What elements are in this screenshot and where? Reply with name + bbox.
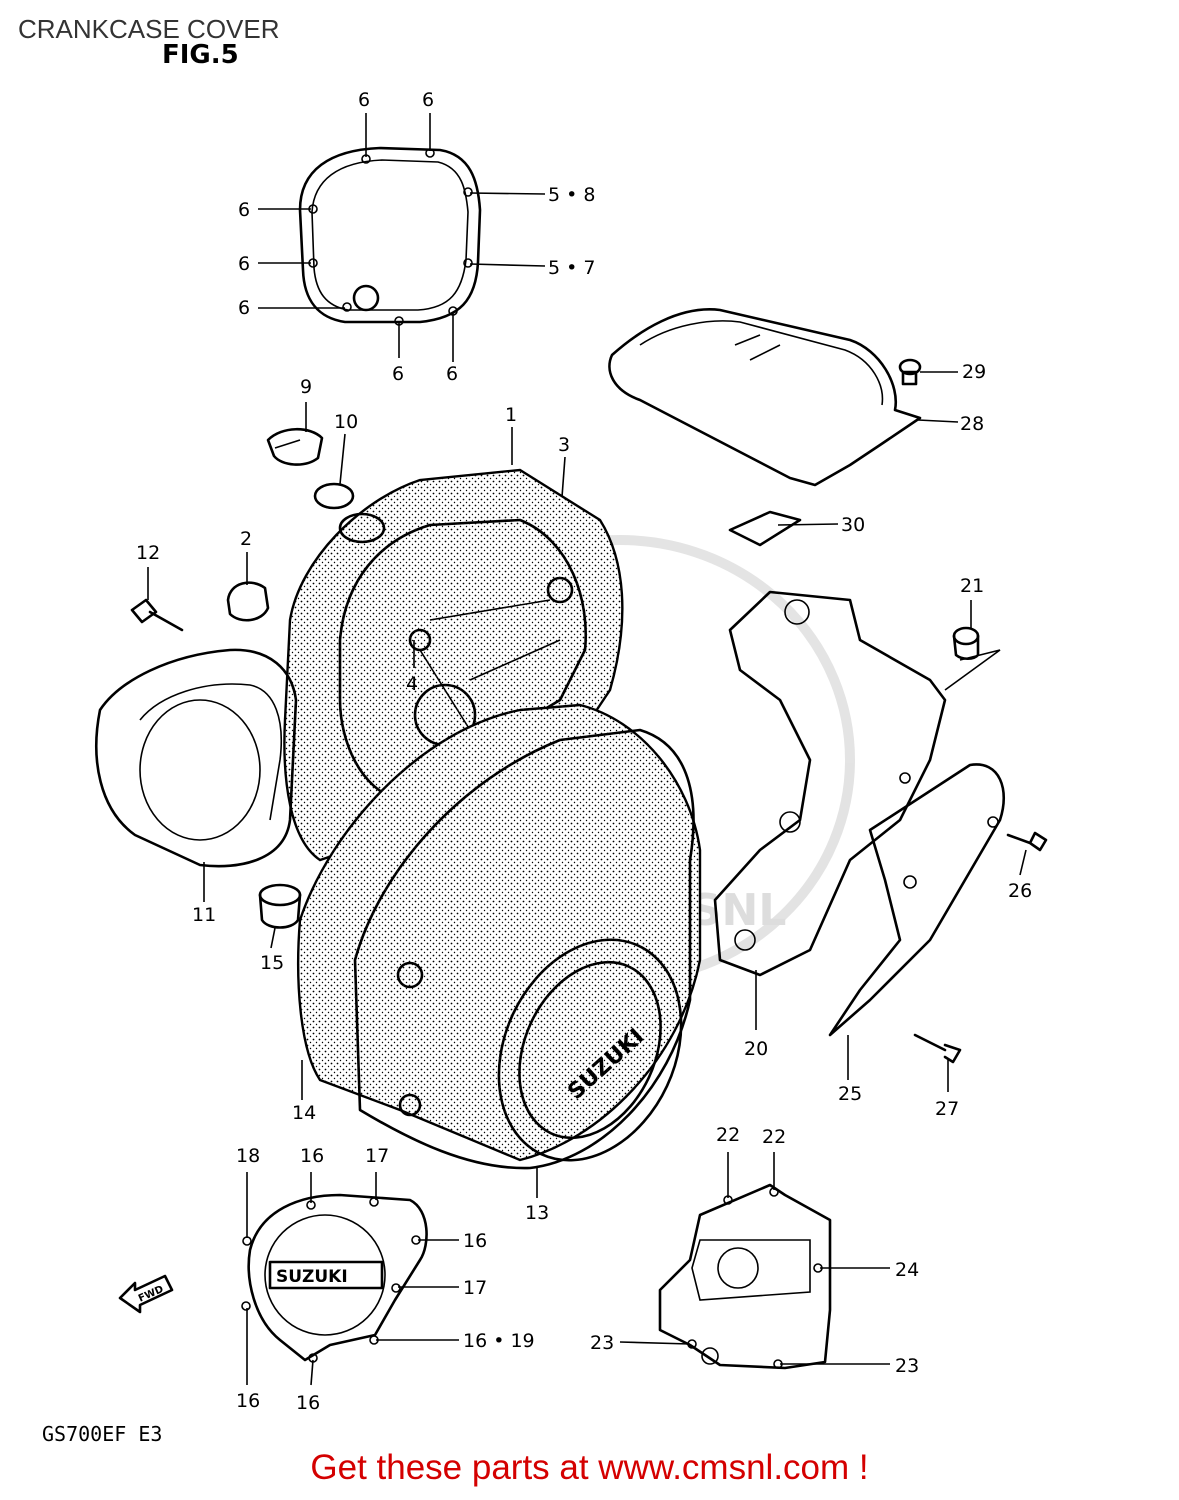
callout-label: 16 <box>236 1390 260 1412</box>
callout-label: 16 <box>463 1230 487 1252</box>
collar-15 <box>258 883 302 929</box>
callout-label: 6 <box>238 253 250 275</box>
callout-label: 9 <box>300 376 312 398</box>
small-cover: SUZUKI <box>241 1193 428 1363</box>
sprocket-cover <box>658 1183 832 1370</box>
cover-25 <box>828 763 1005 1037</box>
callout-label: 15 <box>260 952 284 974</box>
callout-label: 16 <box>296 1392 320 1414</box>
callout-label: 23 <box>590 1332 614 1354</box>
screw-26 <box>1006 831 1048 852</box>
callout-label: 6 <box>238 297 250 319</box>
cap-9 <box>266 427 324 466</box>
rotor-cover-11 <box>95 648 298 868</box>
screw-27 <box>913 1033 962 1064</box>
gasket-5 <box>298 146 482 326</box>
callout-label: 5 • 7 <box>548 257 595 279</box>
o-ring-10 <box>313 482 355 510</box>
callout-label: 6 <box>446 363 458 385</box>
callout-label: 6 <box>392 363 404 385</box>
callout-label: 27 <box>935 1098 959 1120</box>
callout-label: 3 <box>558 434 570 456</box>
cover-28 <box>608 308 922 487</box>
callout-label: 30 <box>841 514 865 536</box>
inner-cover-1 <box>283 468 624 862</box>
callout-label: 29 <box>962 361 986 383</box>
callout-label: 6 <box>238 199 250 221</box>
callout-label: 2 <box>240 528 252 550</box>
callout-label: 18 <box>236 1145 260 1167</box>
callout-label: 23 <box>895 1355 919 1377</box>
callout-label: 1 <box>505 404 517 426</box>
callout-label: 16 • 19 <box>463 1330 535 1352</box>
model-code: GS700EF E3 <box>42 1422 163 1446</box>
callout-label: 17 <box>463 1277 487 1299</box>
callout-label: 20 <box>744 1038 768 1060</box>
promo-link[interactable]: Get these parts at www.cmsnl.com ! <box>310 1448 869 1487</box>
callout-labels: 6 6 6 5 • 8 6 5 • 7 6 6 6 6 29 28 9 10 1… <box>136 89 1032 1414</box>
page-title: CRANKCASE COVER <box>18 14 280 44</box>
callout-label: 21 <box>960 575 984 597</box>
plate-30 <box>728 510 802 547</box>
callout-label: 16 <box>300 1145 324 1167</box>
callout-label: 28 <box>960 413 984 435</box>
plug-2 <box>226 581 270 622</box>
callout-label: 11 <box>192 904 216 926</box>
callout-label: 6 <box>358 89 370 111</box>
figure-number: FIG.5 <box>162 40 239 70</box>
bolt-12 <box>130 598 184 632</box>
callout-label: 24 <box>895 1259 919 1281</box>
callout-label: 22 <box>716 1124 740 1146</box>
fwd-arrow: FWD <box>118 1274 174 1314</box>
callout-label: 22 <box>762 1126 786 1148</box>
bushing-21 <box>952 626 980 661</box>
callout-label: 14 <box>292 1102 316 1124</box>
callout-label: 26 <box>1008 880 1032 902</box>
callout-label: 4 <box>406 673 418 695</box>
leader-lines <box>147 113 1027 1386</box>
callout-label: 12 <box>136 542 160 564</box>
callout-label: 25 <box>838 1083 862 1105</box>
callout-label: 13 <box>525 1202 549 1224</box>
callout-label: 10 <box>334 411 358 433</box>
small-suzuki-logo: SUZUKI <box>276 1267 348 1287</box>
callout-label: 5 • 8 <box>548 184 595 206</box>
bolt-29 <box>898 358 922 386</box>
cover-20 <box>713 590 947 977</box>
callout-label: 17 <box>365 1145 389 1167</box>
callout-label: 6 <box>422 89 434 111</box>
